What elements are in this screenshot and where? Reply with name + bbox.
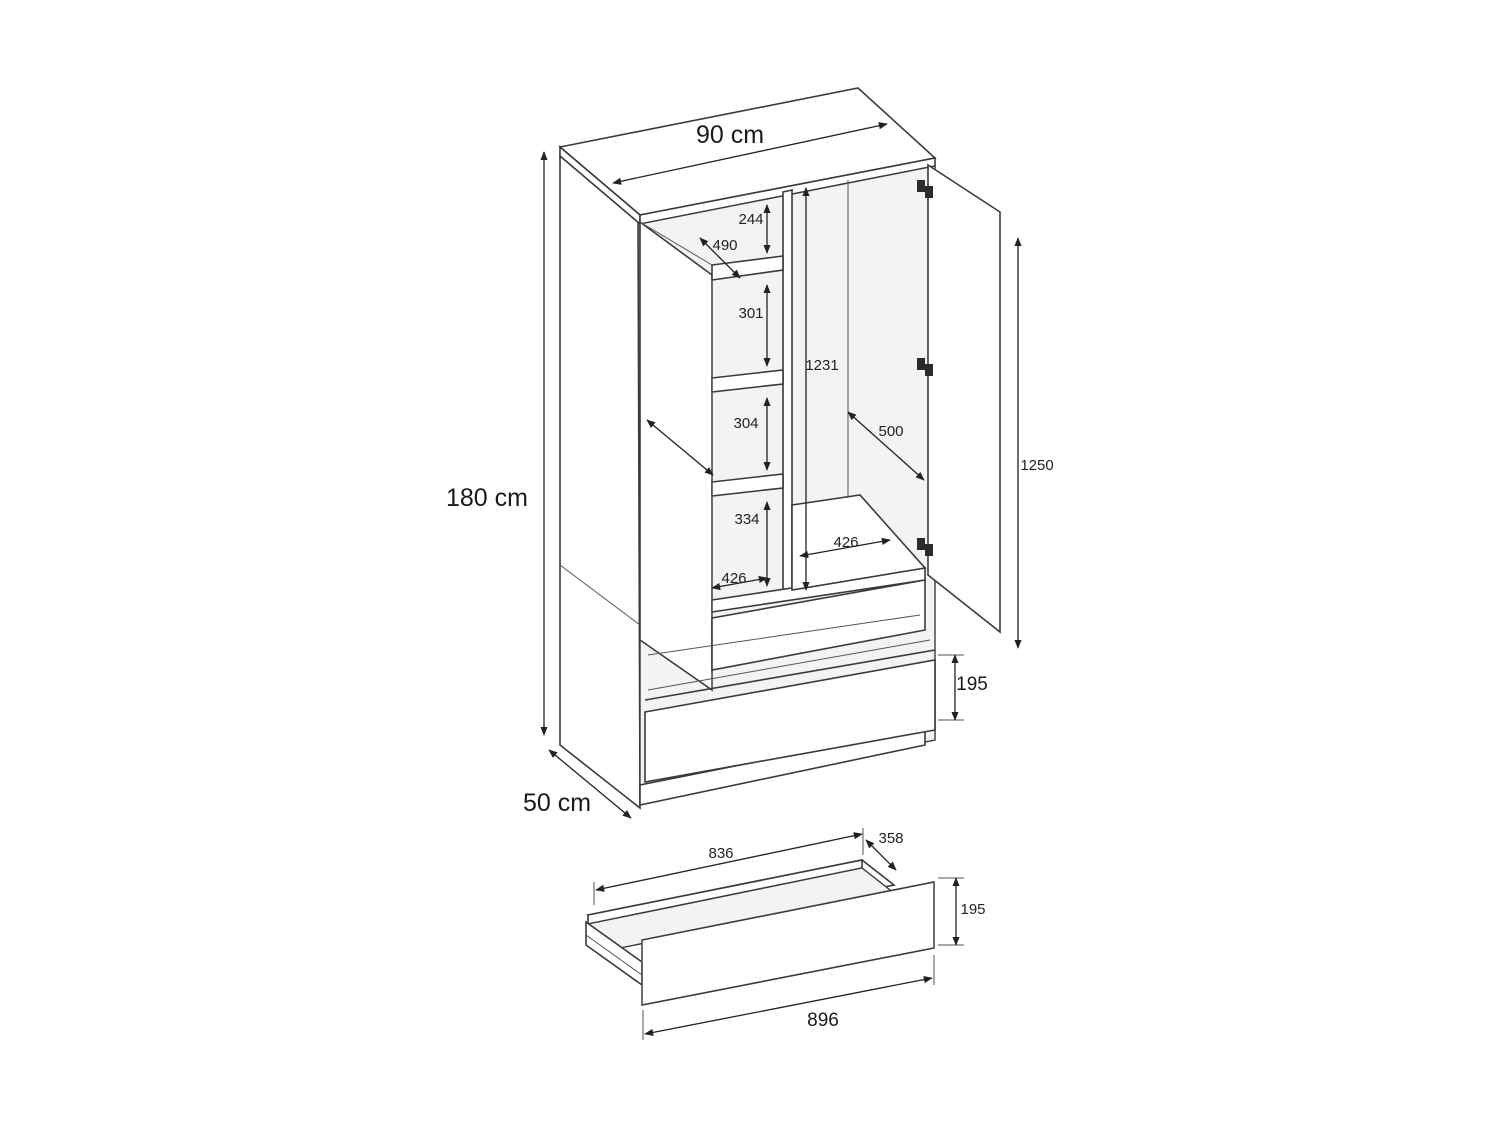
- dim-drawer-height: 195: [960, 901, 985, 918]
- left-side-panel: [559, 153, 641, 810]
- dim-door-height: 1250: [1020, 457, 1053, 474]
- dim-shelf-gap-2: 304: [733, 415, 758, 432]
- hinge-icon: [917, 180, 933, 198]
- inner-dimensions: 244 490 301 304 334 426 1231 500 426 125…: [646, 187, 1054, 721]
- left-door: [639, 220, 713, 692]
- dim-drawer-front-width: 896: [807, 1010, 839, 1031]
- dim-right-inner-width: 426: [833, 534, 858, 551]
- lower-drawer-front: [644, 659, 936, 783]
- hinge-icon: [917, 538, 933, 556]
- hinge-icon: [917, 358, 933, 376]
- dim-right-inner-depth: 500: [878, 423, 903, 440]
- upper-drawer: [711, 579, 926, 671]
- drawer-detail: 836 358 195 896: [585, 828, 986, 1040]
- height-label: 180 cm: [446, 484, 528, 512]
- dim-drawer-inner-length: 836: [708, 845, 733, 862]
- dim-top-gap: 244: [738, 211, 763, 228]
- dim-shelf-gap-1: 301: [738, 305, 763, 322]
- dim-shelf-depth: 490: [712, 237, 737, 254]
- width-label: 90 cm: [696, 121, 764, 149]
- dim-drawer-depth: 358: [878, 830, 903, 847]
- dim-right-inner-height: 1231: [805, 357, 838, 374]
- wardrobe-body: [558, 87, 1001, 810]
- dim-shelf-gap-3: 334: [734, 511, 759, 528]
- overall-dimensions: 90 cm 180 cm 50 cm: [446, 121, 888, 819]
- depth-label: 50 cm: [523, 789, 591, 817]
- center-divider: [782, 189, 793, 601]
- right-door: [927, 163, 1001, 634]
- dim-drawer-front-height: 195: [956, 674, 988, 695]
- dim-left-inner-width: 426: [721, 570, 746, 587]
